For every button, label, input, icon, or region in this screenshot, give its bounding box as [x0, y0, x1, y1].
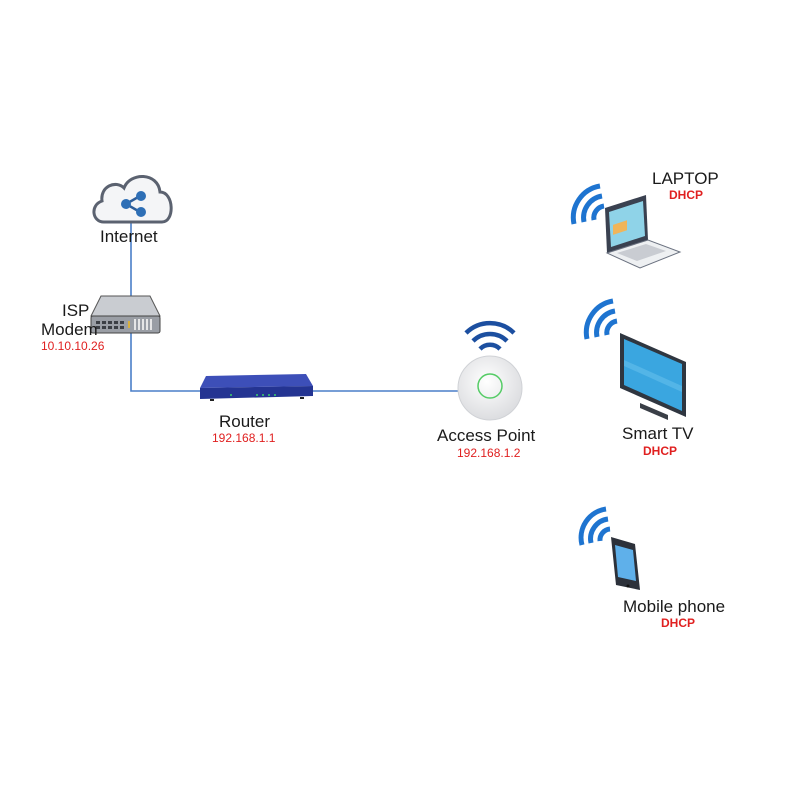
modem-label-line1: ISP	[62, 301, 90, 320]
router-ip: 192.168.1.1	[212, 431, 276, 445]
wifi-signal-icon	[583, 298, 618, 340]
link-modem-router	[130, 330, 200, 392]
router-label: Router	[219, 412, 271, 431]
smart-tv-label: Smart TV	[622, 424, 694, 443]
wifi-signal-icon	[464, 320, 516, 351]
laptop-icon	[605, 195, 682, 269]
smart-tv-addressing: DHCP	[643, 444, 678, 458]
phone-icon	[611, 537, 640, 590]
router-icon	[200, 374, 313, 401]
tv-icon	[620, 333, 686, 420]
access-point-ip: 192.168.1.2	[457, 446, 521, 460]
mobile-addressing: DHCP	[661, 616, 696, 630]
internet-label: Internet	[100, 227, 158, 246]
wired-links	[130, 222, 460, 392]
wifi-signal-icon	[570, 183, 605, 225]
cloud-share-icon	[92, 175, 173, 224]
access-point-label: Access Point	[437, 426, 536, 445]
wifi-signal-icon	[578, 506, 611, 546]
laptop-label: LAPTOP	[652, 169, 719, 188]
access-point-icon	[457, 320, 523, 421]
mobile-label: Mobile phone	[623, 597, 726, 616]
laptop-addressing: DHCP	[669, 188, 704, 202]
modem-label-line2: Modem	[41, 320, 98, 339]
modem-ip: 10.10.10.26	[41, 339, 105, 353]
modem-icon	[90, 295, 161, 334]
